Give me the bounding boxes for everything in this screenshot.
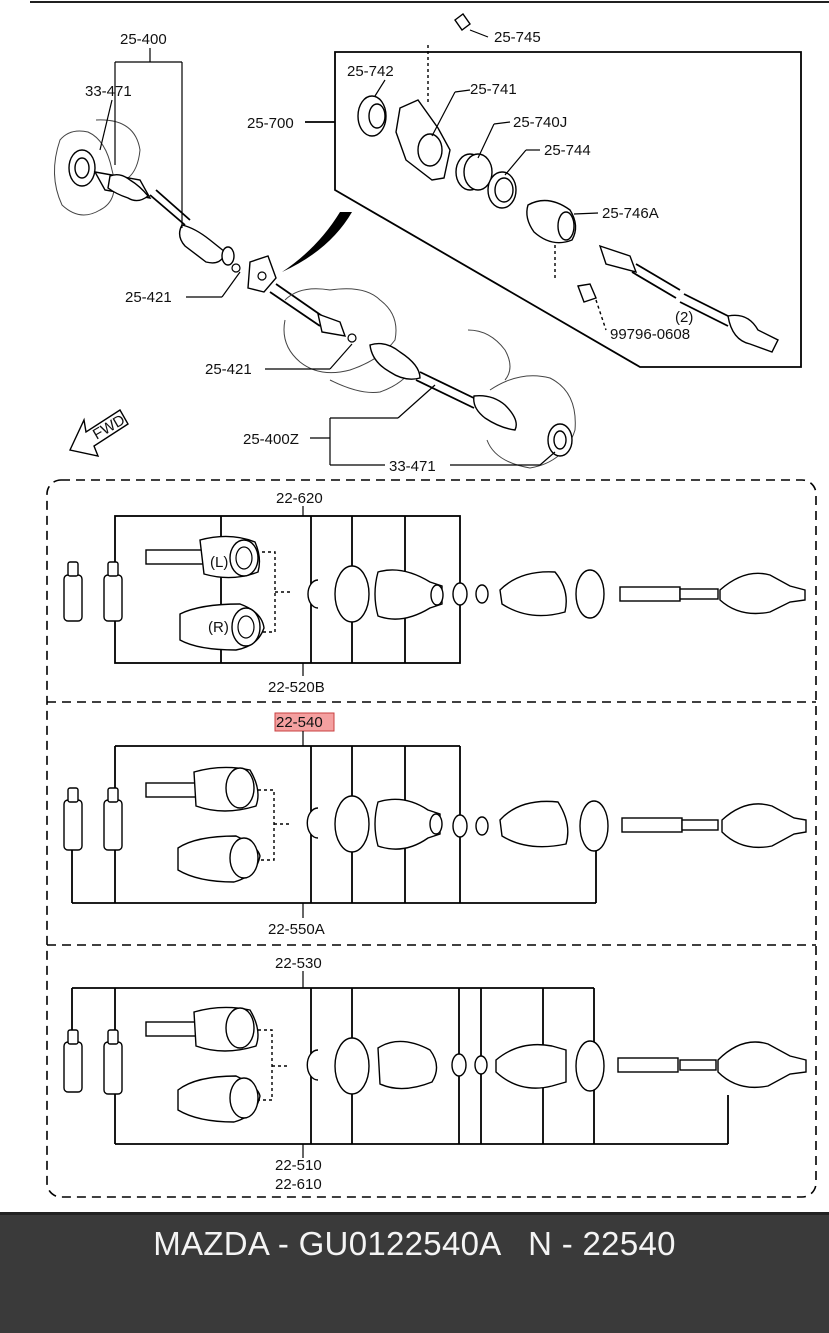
fwd-arrow: FWD [68,409,129,457]
label-qty-2: (2) [675,309,693,326]
kit-label-22-530: 22-530 [275,955,322,972]
label-25-421-lower: 25-421 [205,361,252,378]
footer-bar: MAZDA - GU0122540A N - 22540 [0,1212,829,1333]
label-25-421-upper: 25-421 [125,289,172,306]
kits-dashed-frame [46,479,817,1198]
footer-part-number: MAZDA - GU0122540A N - 22540 [153,1225,676,1262]
label-25-400Z: 25-400Z [243,431,299,448]
arrow-swoosh [282,212,352,272]
detail-parts [357,13,779,353]
kit-22-540: 22-540 22-550A [63,712,807,938]
right-driveshaft [369,329,576,469]
assembly-view: FWD [53,13,802,475]
label-33-471-right: 33-471 [389,458,436,475]
kit-label-22-550A: 22-550A [268,921,325,938]
label-25-400: 25-400 [120,31,167,48]
label-25-746A: 25-746A [602,205,659,222]
left-hub-sketch [53,119,141,216]
label-25-740J: 25-740J [513,114,567,131]
top-leaders [99,29,599,466]
label-33-471-left: 33-471 [85,83,132,100]
kit-label-22-540[interactable]: 22-540 [276,714,323,731]
label-25-745: 25-745 [494,29,541,46]
left-driveshaft [93,171,241,273]
label-25-744: 25-744 [544,142,591,159]
joint-mark-right: (R) [208,619,229,636]
label-25-700: 25-700 [247,115,294,132]
kit-22-530: 22-530 22-510 22-610 [63,955,807,1193]
kit-22-620: (L) (R) 22-620 22-520B [63,490,806,696]
detail-box [334,51,802,368]
kit-label-22-610: 22-610 [275,1176,322,1193]
intermediate-shaft [247,255,411,393]
kit-label-22-620: 22-620 [276,490,323,507]
kit-label-22-520B: 22-520B [268,679,325,696]
label-25-742: 25-742 [347,63,394,80]
highlight-box [274,712,335,732]
joint-mark-left: (L) [210,554,228,571]
kit-label-22-510: 22-510 [275,1157,322,1174]
label-25-741: 25-741 [470,81,517,98]
label-99796-0608: 99796-0608 [610,326,690,343]
parts-diagram: FWD [30,1,829,1198]
